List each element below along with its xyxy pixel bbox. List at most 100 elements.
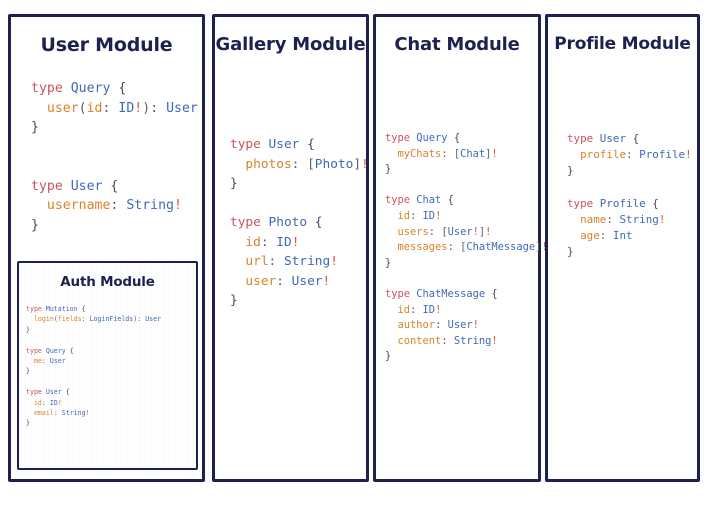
code-token: String bbox=[61, 409, 86, 418]
code-token: id bbox=[86, 100, 103, 116]
code-token: [ bbox=[307, 156, 315, 172]
code-token: ! bbox=[541, 241, 547, 253]
code-token: : bbox=[276, 273, 292, 289]
code-token: ! bbox=[491, 334, 498, 347]
code-token: ! bbox=[472, 319, 479, 332]
code-token: : bbox=[81, 315, 90, 324]
code-line bbox=[230, 194, 369, 214]
code-line: username: String! bbox=[31, 196, 198, 216]
code-line: type Profile { bbox=[567, 196, 692, 212]
code-token bbox=[385, 148, 398, 160]
code-token: : bbox=[441, 334, 454, 347]
code-token: type bbox=[385, 287, 417, 300]
code-token: ! bbox=[658, 213, 666, 227]
code-token: User bbox=[291, 273, 323, 289]
code-line: me: User bbox=[26, 356, 161, 366]
code-line: id: ID! bbox=[230, 233, 369, 253]
panel-user-module[interactable]: User Module type Query { user(id: ID!): … bbox=[8, 14, 205, 482]
panel-gallery-module[interactable]: Gallery Module type User { photos: [Phot… bbox=[212, 14, 369, 482]
code-token: User bbox=[599, 132, 627, 145]
code-token: type bbox=[567, 132, 600, 145]
code-token: } bbox=[385, 256, 392, 269]
code-line: type User { bbox=[31, 177, 198, 197]
code-token: profile bbox=[580, 148, 627, 162]
code-token: Chat bbox=[416, 194, 442, 207]
code-token: ] bbox=[353, 156, 362, 172]
code-token: User bbox=[45, 388, 62, 397]
code-token: User bbox=[145, 315, 162, 324]
code-token: author bbox=[397, 319, 436, 332]
panel-profile-module[interactable]: Profile Module type User { profile: Prof… bbox=[545, 14, 700, 482]
code-token: } bbox=[385, 350, 392, 363]
code-line: type ChatMessage { bbox=[385, 287, 548, 303]
code-token: : bbox=[410, 303, 423, 316]
code-line: type Query { bbox=[385, 131, 548, 147]
code-token: type bbox=[26, 305, 46, 313]
code-token: } bbox=[31, 217, 39, 233]
code-line: url: String! bbox=[230, 252, 369, 272]
code-token: id bbox=[33, 398, 42, 407]
code-line: users: [User!]! bbox=[385, 225, 548, 241]
code-token bbox=[31, 198, 47, 213]
code-token: age bbox=[580, 229, 600, 243]
code-line: type Query { bbox=[26, 346, 161, 356]
code-line: type Mutation { bbox=[26, 304, 161, 314]
code-token: : bbox=[41, 357, 50, 366]
code-token: { bbox=[61, 388, 70, 397]
code-token: ! bbox=[134, 100, 143, 116]
code-line: content: String! bbox=[385, 334, 548, 350]
code-token bbox=[567, 148, 580, 161]
code-token: ID bbox=[422, 303, 436, 316]
code-token: Query bbox=[70, 81, 111, 96]
code-token: ! bbox=[485, 225, 492, 238]
code-block-auth-module: type Mutation { login(fields: LoginField… bbox=[26, 304, 161, 429]
code-token: type bbox=[230, 137, 269, 152]
code-token bbox=[230, 274, 245, 289]
code-token: } bbox=[567, 245, 574, 259]
code-line: type User { bbox=[26, 387, 161, 397]
code-token: String bbox=[126, 198, 174, 213]
panel-title-gallery-module: Gallery Module bbox=[215, 34, 366, 55]
code-token: ] bbox=[535, 241, 542, 254]
code-line bbox=[31, 157, 198, 177]
code-token: } bbox=[26, 325, 30, 334]
code-token: content bbox=[397, 334, 442, 347]
code-token: : bbox=[599, 229, 613, 243]
code-line: } bbox=[26, 418, 161, 428]
code-token: : bbox=[626, 148, 640, 162]
code-token: User bbox=[447, 319, 473, 332]
code-token bbox=[567, 213, 580, 226]
code-token: } bbox=[26, 367, 30, 376]
code-line: } bbox=[385, 162, 548, 178]
code-token bbox=[230, 157, 245, 172]
code-token: Int bbox=[612, 229, 633, 243]
code-line: } bbox=[31, 216, 198, 236]
code-line: type User { bbox=[230, 135, 369, 155]
panel-auth-module[interactable]: Auth Module type Mutation { login(fields… bbox=[17, 261, 198, 470]
code-token: Mutation bbox=[45, 305, 78, 313]
code-token bbox=[385, 210, 398, 222]
code-line: } bbox=[31, 118, 198, 138]
code-token: ! bbox=[330, 254, 338, 269]
code-token: { bbox=[102, 178, 119, 194]
code-token: ! bbox=[291, 234, 300, 250]
code-line: } bbox=[230, 174, 369, 194]
code-line: } bbox=[26, 325, 161, 335]
code-token: : bbox=[150, 100, 167, 116]
code-token: type bbox=[230, 215, 269, 230]
code-line: type User { bbox=[567, 131, 692, 147]
code-token bbox=[385, 241, 398, 253]
code-token: User bbox=[268, 137, 300, 152]
code-token: Chat bbox=[460, 147, 486, 160]
code-token bbox=[385, 335, 398, 347]
code-token: { bbox=[110, 81, 127, 96]
panel-chat-module[interactable]: Chat Module type Query { myChats: [Chat]… bbox=[373, 14, 548, 482]
code-token: name bbox=[580, 213, 607, 227]
code-token: [ bbox=[441, 225, 448, 238]
code-token: [ bbox=[460, 241, 467, 254]
code-token: user bbox=[46, 100, 79, 116]
code-line: } bbox=[26, 366, 161, 376]
code-token: ] bbox=[485, 147, 492, 160]
code-line bbox=[31, 138, 198, 158]
